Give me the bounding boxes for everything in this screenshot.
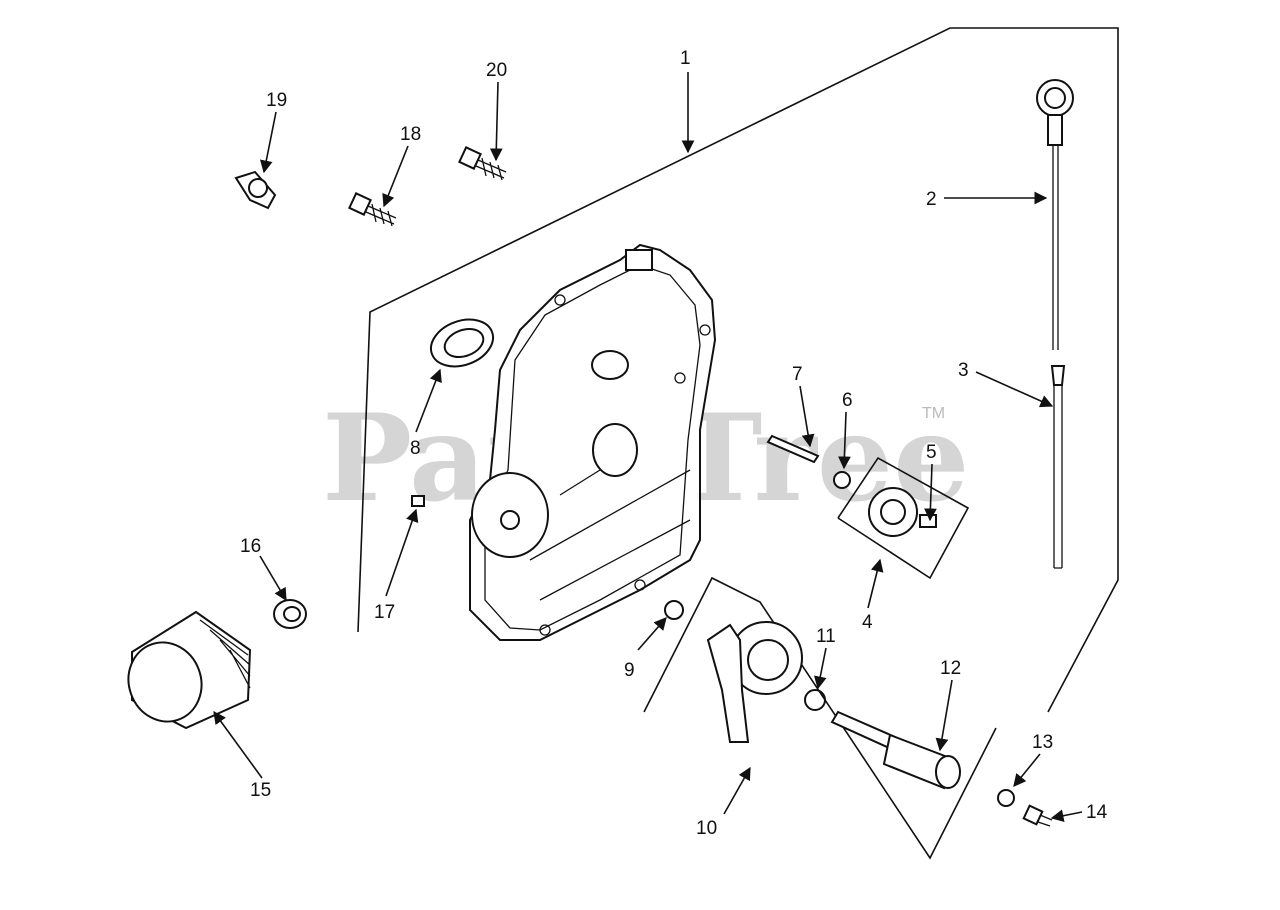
callout-14: 14: [1086, 802, 1108, 823]
callout-6: 6: [842, 390, 853, 411]
o-ring-11: [804, 689, 826, 711]
callout-17: 17: [374, 602, 395, 623]
callout-16: 16: [240, 536, 261, 557]
dipstick-tube: [1050, 365, 1066, 569]
callout-12: 12: [940, 658, 961, 679]
pipe-plug: [411, 495, 425, 507]
callout-18: 18: [400, 124, 421, 145]
assembly-outline: [357, 27, 1119, 713]
oil-seal: [430, 318, 494, 368]
callout-15: 15: [250, 780, 271, 801]
callout-9: 9: [624, 660, 635, 681]
oil-pickup: [830, 710, 961, 790]
callout-7: 7: [792, 364, 803, 385]
governor-pin: [766, 434, 820, 464]
governor-group-outline: [837, 456, 970, 580]
drain-plug: [1022, 804, 1053, 827]
callout-2: 2: [926, 189, 937, 210]
callout-5: 5: [926, 442, 937, 463]
callout-10: 10: [696, 818, 717, 839]
filter-adapter: [273, 599, 307, 629]
callout-8: 8: [410, 438, 421, 459]
oil-sensor: [234, 170, 277, 210]
callout-4: 4: [862, 612, 873, 633]
oil-pump: [706, 621, 803, 743]
callout-11: 11: [816, 626, 836, 647]
callout-19: 19: [266, 90, 287, 111]
callout-labels: 1 2 3 4 5 6 7 8 9 10 11 12 13 14 15 16 1…: [240, 48, 1108, 839]
bolt-18: [348, 192, 397, 227]
leader-lines: [213, 72, 1083, 823]
dipstick: [1036, 79, 1074, 350]
governor-gear: [868, 487, 918, 537]
bolt-20: [458, 146, 507, 181]
oil-filter: [127, 610, 252, 730]
o-ring-9: [664, 600, 684, 620]
governor-shaft: [919, 514, 937, 528]
callout-3: 3: [958, 360, 969, 381]
callout-1: 1: [680, 48, 691, 69]
oil-pump-outline: [643, 576, 997, 860]
washer: [997, 789, 1015, 807]
callout-13: 13: [1032, 732, 1053, 753]
callout-20: 20: [486, 60, 507, 81]
crankcase-cover: [469, 243, 717, 641]
retaining-clip: [833, 471, 851, 489]
watermark-trademark: TM: [922, 405, 945, 422]
